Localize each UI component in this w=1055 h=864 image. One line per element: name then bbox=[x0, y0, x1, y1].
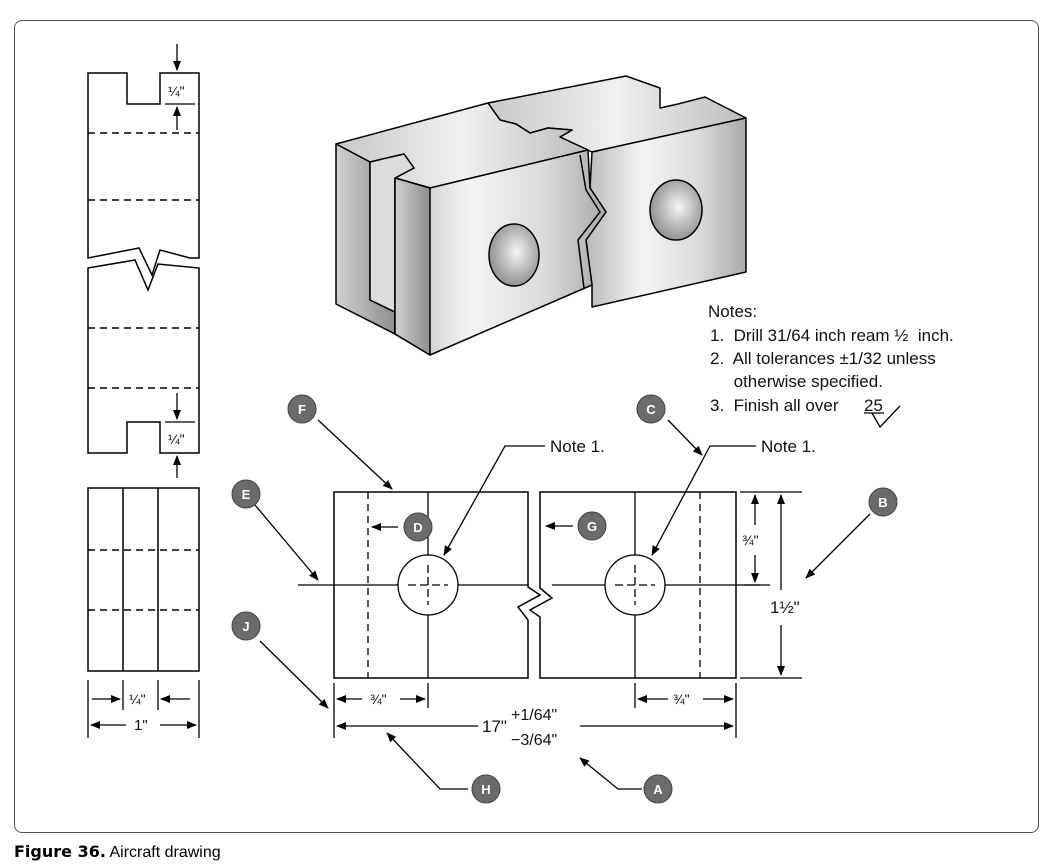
dim-quarter-top-label: ¼" bbox=[168, 83, 185, 99]
note-2-cont: otherwise specified. bbox=[710, 372, 883, 391]
hole-right bbox=[649, 179, 703, 241]
front-view-lines bbox=[298, 492, 760, 678]
vertical-dims bbox=[740, 491, 802, 679]
label-c: C bbox=[636, 394, 666, 424]
svg-text:G: G bbox=[587, 519, 597, 534]
horizontal-dims bbox=[333, 683, 737, 738]
label-b: B bbox=[868, 487, 898, 517]
svg-text:H: H bbox=[481, 782, 490, 797]
dim-quarter-bottom-label: ¼" bbox=[129, 691, 146, 707]
label-j: J bbox=[231, 611, 261, 641]
note-1: 1. Drill 31/64 inch ream ½ inch. bbox=[710, 326, 954, 345]
dim-one-inch-label: 1" bbox=[134, 717, 148, 734]
drawing-frame bbox=[14, 20, 1039, 833]
svg-text:A: A bbox=[653, 782, 663, 797]
label-h: H bbox=[471, 774, 501, 804]
dim-three-quarter-right: ¾" bbox=[673, 691, 690, 707]
dim-quarter-top bbox=[165, 44, 195, 130]
notes: Notes: 1. Drill 31/64 inch ream ½ inch. … bbox=[708, 302, 954, 429]
figure-number: Figure 36. bbox=[14, 842, 106, 861]
figure-title: Aircraft drawing bbox=[109, 844, 221, 861]
svg-text:D: D bbox=[413, 520, 422, 535]
label-a: A bbox=[643, 774, 673, 804]
end-view bbox=[87, 487, 200, 672]
dim-three-quarter-left: ¾" bbox=[370, 691, 387, 707]
figure-caption: Figure 36. Aircraft drawing bbox=[14, 842, 221, 862]
svg-text:E: E bbox=[242, 487, 251, 502]
label-d: D bbox=[403, 512, 433, 542]
dim-quarter-bottom bbox=[87, 680, 200, 738]
note1-right-label: Note 1. bbox=[761, 437, 816, 456]
svg-text:F: F bbox=[298, 402, 306, 417]
note1-left-label: Note 1. bbox=[550, 437, 605, 456]
hole-left bbox=[488, 223, 540, 287]
dim-three-quarter-vertical: ¾" bbox=[742, 532, 759, 548]
side-view-lower bbox=[87, 259, 200, 454]
dim-one-and-half: 1½" bbox=[770, 598, 800, 617]
badge-leaders bbox=[254, 419, 871, 790]
label-e: E bbox=[231, 479, 261, 509]
finish-symbol-icon bbox=[864, 405, 901, 429]
dim-quarter-mid-label: ¼" bbox=[168, 431, 185, 447]
note1-leaders bbox=[443, 445, 756, 556]
svg-text:J: J bbox=[242, 619, 249, 634]
label-f: F bbox=[287, 394, 317, 424]
dim-quarter-mid bbox=[165, 393, 195, 478]
dim-tol-plus: +1/64" bbox=[511, 707, 557, 724]
isometric-block bbox=[335, 75, 747, 356]
svg-text:B: B bbox=[878, 495, 887, 510]
note-3: 3. Finish all over bbox=[710, 396, 839, 415]
svg-text:C: C bbox=[646, 402, 656, 417]
dim-length: 17" bbox=[482, 717, 507, 736]
side-view-upper bbox=[87, 72, 200, 278]
note-2: 2. All tolerances ±1/32 unless bbox=[710, 349, 936, 368]
dim-tol-minus: −3/64" bbox=[511, 732, 557, 749]
finish-value: 25 bbox=[864, 396, 883, 415]
notes-heading: Notes: bbox=[708, 302, 757, 321]
label-g: G bbox=[577, 511, 607, 541]
